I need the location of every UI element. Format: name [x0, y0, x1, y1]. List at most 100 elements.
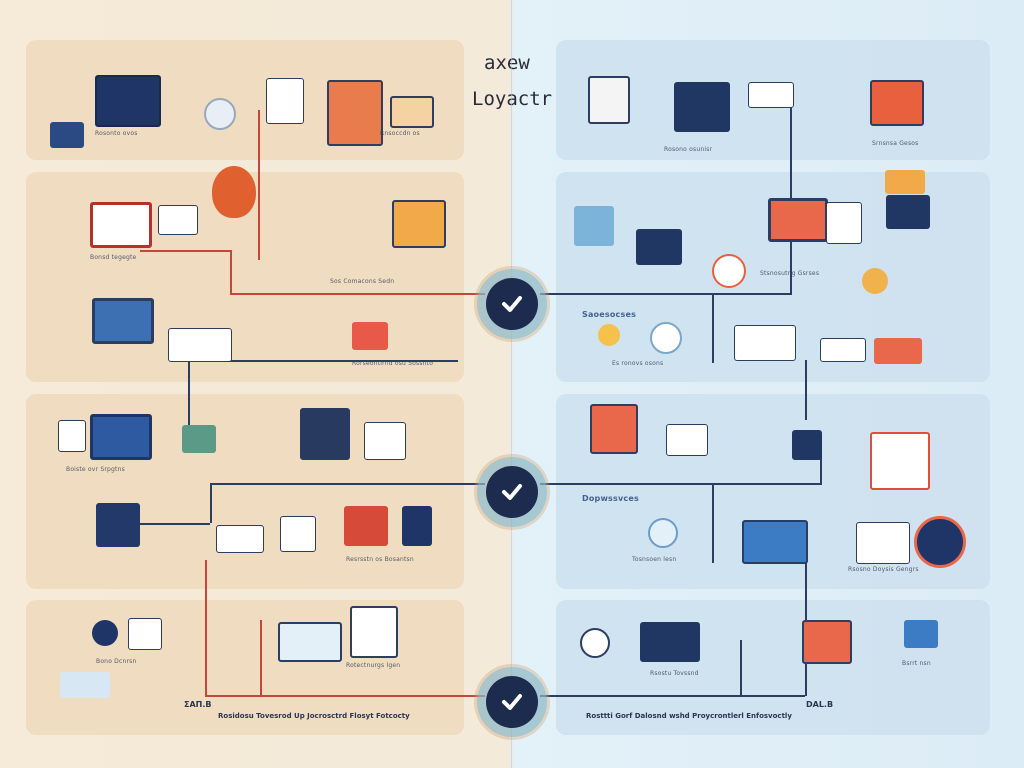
- check-icon: [502, 296, 522, 312]
- caption: Rsosno Doysis Gengrs: [848, 566, 919, 573]
- connector: [712, 483, 714, 563]
- document-card: [856, 522, 910, 564]
- flyer-illustration: [278, 622, 342, 662]
- avatar: [914, 516, 966, 568]
- header-line-2: Loyactr: [472, 88, 553, 110]
- document-card: [158, 205, 198, 235]
- checkpoint-1[interactable]: [486, 278, 538, 330]
- document-card: [666, 424, 708, 456]
- connector: [188, 360, 458, 362]
- globe-icon: [650, 322, 682, 354]
- caption: Rorseontirnd osu Sossnto: [352, 360, 434, 367]
- laptop-illustration: [95, 75, 161, 127]
- caption: Stsnosutng Gsrses: [760, 270, 820, 277]
- connector: [210, 483, 212, 523]
- caption: Rosonto ovos: [95, 130, 138, 137]
- monitor-illustration: [50, 122, 84, 148]
- connector: [140, 250, 230, 252]
- monitor-illustration: [182, 425, 216, 453]
- document-card: [748, 82, 794, 108]
- connector: [188, 360, 190, 450]
- document-card: [266, 78, 304, 124]
- tablet-illustration: [402, 506, 432, 546]
- caption: Resrsstn os Bosantsn: [346, 556, 414, 563]
- checkpoint-2[interactable]: [486, 466, 538, 518]
- badge-icon: [580, 628, 610, 658]
- tablet-illustration: [344, 506, 388, 546]
- document-card: [128, 618, 162, 650]
- laptop-illustration: [870, 80, 924, 126]
- check-icon: [502, 484, 522, 500]
- balloon-icon: [212, 166, 256, 218]
- caption: Tosnsoen lesn: [632, 556, 677, 563]
- dashboard-screen: [392, 200, 446, 248]
- caption: Bono Dcnrsn: [96, 658, 137, 665]
- check-icon: [502, 694, 522, 710]
- laptop-illustration: [768, 198, 828, 242]
- globe-icon: [648, 518, 678, 548]
- left-footer-brand: ΣΑΠ.Β: [184, 700, 212, 709]
- connector: [210, 483, 485, 485]
- device-illustration: [60, 672, 110, 698]
- sun-icon: [598, 324, 620, 346]
- tablet-illustration: [802, 620, 852, 664]
- sun-icon: [712, 254, 746, 288]
- connector: [540, 695, 805, 697]
- checkpoint-3[interactable]: [486, 676, 538, 728]
- caption: Bsrrt nsn: [902, 660, 931, 667]
- document-card: [826, 202, 862, 244]
- document-card: [734, 325, 796, 361]
- qr-card: [364, 422, 406, 460]
- caption: Bonsd tegegte: [90, 254, 137, 261]
- dashboard-screen: [327, 80, 383, 146]
- globe-icon: [92, 620, 118, 646]
- connector: [820, 450, 822, 485]
- caption: Rnsoccdn os: [380, 130, 420, 137]
- globe-icon: [204, 98, 236, 130]
- connector: [540, 483, 820, 485]
- monitor-illustration: [792, 430, 822, 460]
- document-card: [58, 420, 86, 452]
- caption: Rotectnurgs lgen: [346, 662, 401, 669]
- tablet-illustration: [350, 606, 398, 658]
- connector: [260, 620, 262, 696]
- tablet-illustration: [300, 408, 350, 460]
- tablet-illustration: [874, 338, 922, 364]
- laptop-illustration: [90, 414, 152, 460]
- connector: [230, 250, 232, 294]
- document-card: [820, 338, 866, 362]
- right-footer-brand: DAL.B: [806, 700, 834, 709]
- chart-screen: [870, 432, 930, 490]
- caption: Boiste ovr Srpgtns: [66, 466, 125, 473]
- caption: Sos Comacons Sedn: [330, 278, 395, 285]
- connector: [205, 560, 207, 695]
- laptop-illustration: [92, 298, 154, 344]
- document-card: [280, 516, 316, 552]
- dashboard-screen: [588, 76, 630, 124]
- monitor-illustration: [636, 229, 682, 265]
- laptop-illustration: [90, 202, 152, 248]
- section-label: Saoesocses: [582, 310, 637, 319]
- right-footer-tagline: Rosttti Gorf Dalosnd wshd Proycrontlerl …: [586, 712, 792, 720]
- caption: Rsostu Tovssnd: [650, 670, 699, 677]
- section-label: Dopwssvces: [582, 494, 639, 503]
- caption: Es ronovs osons: [612, 360, 664, 367]
- monitor-illustration: [904, 620, 938, 648]
- connector: [712, 293, 714, 363]
- dashboard-screen: [640, 622, 700, 662]
- header-line-1: axew: [484, 52, 530, 74]
- caption: Rosono osunisr: [664, 146, 713, 153]
- document-card: [168, 328, 232, 362]
- connector: [258, 110, 260, 260]
- dashboard-screen: [885, 170, 925, 194]
- tablet-illustration: [886, 195, 930, 229]
- document-card: [216, 525, 264, 553]
- star-icon: [862, 268, 888, 294]
- storefront-illustration: [352, 322, 388, 350]
- left-footer-tagline: Rosidosu Tovesrod Up Jocrosctrd Flosyt F…: [218, 712, 410, 720]
- caption: Srnsnsa Gesos: [872, 140, 919, 147]
- notebook-illustration: [574, 206, 614, 246]
- connector: [740, 640, 742, 696]
- grid-screen: [674, 82, 730, 132]
- center-divider: [511, 0, 512, 768]
